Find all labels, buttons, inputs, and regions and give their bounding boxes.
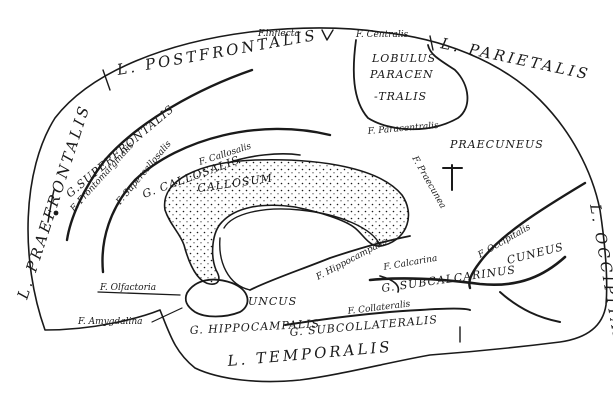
f-praecunea-line — [443, 165, 462, 190]
label-f-collateralis: F. Collateralis — [346, 299, 411, 317]
label-f-olfactoria: F. Olfactoria — [99, 283, 156, 293]
uncus-outline — [186, 280, 248, 317]
label-f-centralis: F. Centralis — [355, 30, 409, 40]
label-lobulus: LOBULUS — [371, 52, 436, 65]
label-f-praecunea: F. Praecunea — [409, 154, 448, 211]
label-uncus: UNCUS — [248, 295, 297, 308]
f-occipitalis-lower — [500, 292, 560, 322]
label-l-occipitalis: L. OCCIPITALIS — [586, 202, 613, 368]
f-amygdalina-leader — [152, 308, 182, 322]
label-f-inflecta: F.inflecta — [257, 29, 300, 39]
label-paracen: PARACEN — [369, 68, 434, 81]
label-praecuneus: PRAECUNEUS — [449, 138, 544, 151]
label-f-amygdalina: F. Amygdalina — [77, 317, 143, 327]
label-f-calcarina: F. Calcarina — [382, 254, 438, 273]
f-inflecta-notch — [322, 30, 333, 40]
fornix-descending — [220, 238, 250, 290]
lobe-tick-parietal — [430, 36, 433, 50]
label-tralis: -TRALIS — [374, 90, 427, 103]
label-l-temporalis: L. TEMPORALIS — [226, 338, 393, 370]
